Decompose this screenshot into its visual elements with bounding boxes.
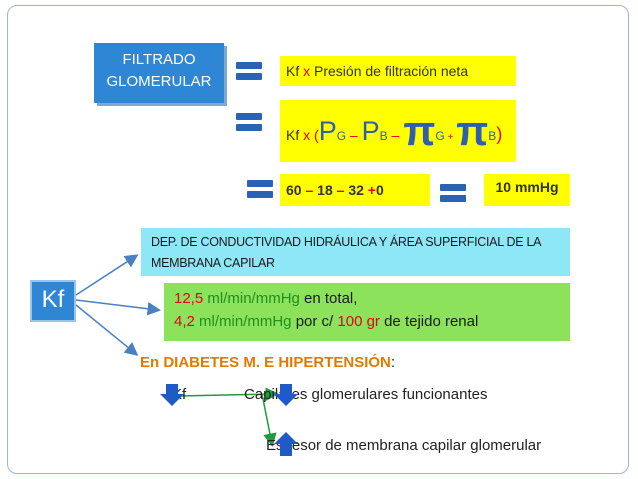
eq1-kf: Kf [286, 63, 304, 79]
eq2-close: ) [496, 124, 503, 144]
filtrado-glomerular-box: FILTRADO GLOMERULAR [94, 43, 224, 103]
filtrado-line1: FILTRADO [122, 51, 196, 68]
up-arrow-icon [274, 432, 298, 456]
eq2-x: x [303, 127, 311, 143]
text-total: en total, [299, 290, 358, 307]
equals-sign-3 [247, 180, 273, 202]
dep-line2: MEMBRANA CAPILAR [151, 256, 275, 270]
diabetes-heading: En DIABETES M. E HIPERTENSIÓN: [140, 354, 395, 372]
unit-total: ml/min/mmHg [203, 290, 300, 307]
eq1-x: x [303, 63, 311, 79]
equals-sign-2 [236, 113, 262, 135]
result-value: 10 mmHg [495, 179, 559, 195]
eq3-v3: 32 [348, 182, 364, 198]
eq2-open: ( [310, 127, 319, 143]
eq2-pi1: π [403, 107, 436, 154]
eq1-rest: Presión de filtración neta [310, 63, 469, 79]
slide-frame [7, 5, 629, 474]
green-arrow-1 [177, 387, 279, 401]
values-line1: 12,5 ml/min/mmHg en total, [174, 287, 560, 310]
eq3-v4: 0 [375, 182, 384, 198]
arrow-to-diabetes [75, 304, 139, 356]
eq2-kf: Kf [286, 127, 304, 143]
value-total: 12,5 [174, 290, 204, 307]
eq2-pg-sub: G [336, 129, 347, 143]
eq2-pb: P [361, 116, 380, 146]
eq2-minus1: – [346, 127, 362, 143]
arrow-to-values [75, 299, 161, 316]
equation-1-box: Kf x Presión de filtración neta [280, 56, 516, 86]
text-por: por c/ [291, 313, 334, 330]
down-arrow-icon [274, 384, 298, 406]
kf-box: Kf [30, 280, 76, 322]
green-arrow-2 [261, 393, 277, 447]
filtrado-line2: GLOMERULAR [106, 73, 212, 90]
values-line2: 4,2 ml/min/mmHg por c/ 100 gr de tejido … [174, 310, 560, 333]
eq3-plus: + [363, 182, 376, 198]
equals-sign-4 [440, 184, 466, 206]
diabetes-colon: : [390, 354, 396, 371]
diabetes-title: En DIABETES M. E HIPERTENSIÓN [140, 354, 391, 371]
eq2-pi2: π [456, 107, 489, 154]
eq2-pg: P [318, 116, 337, 146]
result-box: 10 mmHg [484, 174, 570, 206]
eq3-m1: – [301, 182, 318, 198]
down-arrow-icon [160, 384, 184, 406]
eq3-m2: – [332, 182, 349, 198]
eq2-pi1-sub: G [435, 129, 445, 143]
eq2-pb-sub: B [379, 129, 388, 143]
equation-2-box: Kf x (PG – PB – πG + πB) [280, 100, 516, 162]
kf-label: Kf [41, 286, 65, 313]
dependencia-box: DEP. DE CONDUCTIVIDAD HIDRÁULICA Y ÁREA … [141, 228, 570, 276]
eq2-minus2: – [387, 127, 404, 143]
effect-capilares: Capilares glomerulares funcionantes [244, 386, 488, 403]
eq3-v2: 18 [317, 182, 333, 198]
value-per-100g: 4,2 [174, 313, 195, 330]
text-tejido: de tejido renal [379, 313, 479, 330]
eq2-plus: + [444, 132, 457, 143]
equals-sign-1 [236, 62, 262, 84]
unit-per-100g: ml/min/mmHg [194, 313, 292, 330]
value-100gr: 100 gr [333, 313, 380, 330]
valores-box: 12,5 ml/min/mmHg en total, 4,2 ml/min/mm… [164, 283, 570, 341]
effect-espesor: Espesor de membrana capilar glomerular [266, 437, 542, 454]
eq2-pi2-sub: B [488, 129, 497, 143]
arrow-to-dep [75, 254, 139, 296]
eq3-v1: 60 [286, 182, 302, 198]
dep-line1: DEP. DE CONDUCTIVIDAD HIDRÁULICA Y ÁREA … [151, 235, 542, 249]
equation-3-box: 60 – 18 – 32 +0 [280, 174, 430, 206]
